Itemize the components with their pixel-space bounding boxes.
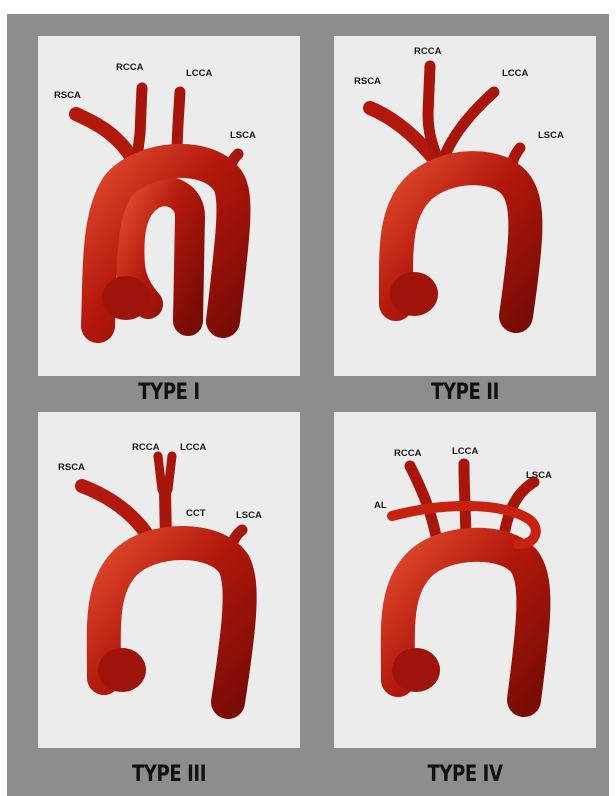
label-rcca: RCCA bbox=[116, 62, 144, 73]
label-lsca: LSCA bbox=[230, 130, 256, 141]
label-lcca: LCCA bbox=[186, 68, 213, 79]
aortic-root bbox=[98, 648, 146, 692]
caption-type-3: TYPE III bbox=[62, 762, 277, 787]
aortic-root bbox=[390, 272, 438, 316]
label-rsca: RSCA bbox=[54, 90, 81, 101]
label-lcca: LCCA bbox=[452, 446, 479, 457]
label-lsca: LSCA bbox=[526, 470, 552, 481]
aortic-arch-type-1: RSCA RCCA LCCA LSCA bbox=[38, 36, 300, 376]
rcca-vessel bbox=[158, 456, 162, 490]
panel-type-3: RSCA RCCA LCCA CCT LSCA bbox=[38, 412, 300, 748]
label-al: AL bbox=[374, 500, 387, 511]
aortic-root bbox=[392, 648, 440, 692]
aortic-arch-type-2: RSCA RCCA LCCA LSCA bbox=[334, 36, 596, 376]
lcca-vessel bbox=[168, 456, 172, 490]
label-rcca: RCCA bbox=[132, 442, 160, 453]
rcca-vessel bbox=[428, 66, 440, 164]
caption-type-2: TYPE II bbox=[358, 380, 573, 405]
label-cct: CCT bbox=[186, 508, 206, 519]
panel-type-1: RSCA RCCA LCCA LSCA bbox=[38, 36, 300, 376]
label-lsca: LSCA bbox=[538, 130, 564, 141]
label-rcca: RCCA bbox=[414, 46, 442, 57]
caption-type-4: TYPE IV bbox=[358, 762, 573, 787]
label-lcca: LCCA bbox=[180, 442, 207, 453]
label-lcca: LCCA bbox=[502, 68, 529, 79]
aortic-arch-type-4: AL RCCA LCCA LSCA bbox=[334, 412, 596, 748]
label-rcca: RCCA bbox=[394, 448, 422, 459]
label-lsca: LSCA bbox=[236, 510, 262, 521]
aortic-arch-type-3: RSCA RCCA LCCA CCT LSCA bbox=[38, 412, 300, 748]
rsca-vessel bbox=[76, 114, 136, 164]
label-rsca: RSCA bbox=[58, 462, 85, 473]
panel-type-2: RSCA RCCA LCCA LSCA bbox=[334, 36, 596, 376]
panel-type-4: AL RCCA LCCA LSCA bbox=[334, 412, 596, 748]
label-rsca: RSCA bbox=[354, 76, 381, 87]
aortic-root bbox=[102, 276, 150, 320]
caption-type-1: TYPE I bbox=[62, 380, 277, 405]
